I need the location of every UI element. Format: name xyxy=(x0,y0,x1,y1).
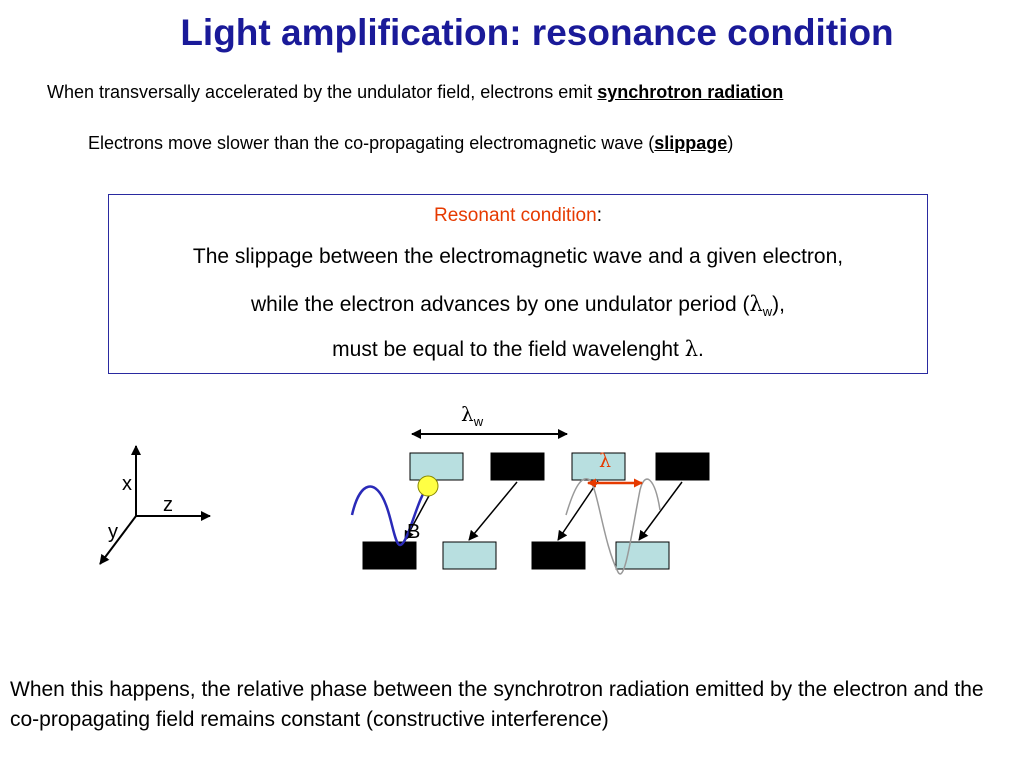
axis-y-arrow xyxy=(99,515,137,565)
magnet-top-1 xyxy=(409,452,464,481)
magnet-bottom-4 xyxy=(615,541,670,570)
field-arrow-4 xyxy=(638,481,683,541)
magnet-bottom-3 xyxy=(531,541,586,570)
wavelength-label: λ xyxy=(599,450,611,472)
undulator-period-lambda: λ xyxy=(461,402,474,426)
emission-statement: When transversally accelerated by the un… xyxy=(47,82,783,103)
conclusion-text: When this happens, the relative phase be… xyxy=(10,678,984,731)
magnet-bottom-1 xyxy=(362,541,417,570)
radiation-field-wave xyxy=(565,478,661,575)
resonant-line-3: must be equal to the field wavelenght λ. xyxy=(109,337,927,362)
resonant-condition-box: Resonant condition: The slippage between… xyxy=(108,194,928,374)
slide-title: Light amplification: resonance condition xyxy=(180,12,894,53)
field-arrow-2 xyxy=(468,481,518,541)
resonant-line-3-text: must be equal to the field wavelenght xyxy=(332,338,685,361)
undulator-period-subscript: w xyxy=(473,414,484,429)
slippage-text: Electrons move slower than the co-propag… xyxy=(88,133,655,153)
magnet-top-2 xyxy=(490,452,545,481)
undulator-period-label: λw xyxy=(461,402,484,429)
magnet-top-4 xyxy=(655,452,710,481)
emission-text: When transversally accelerated by the un… xyxy=(47,82,598,102)
resonant-condition-colon: : xyxy=(596,205,602,226)
axis-z-label: z xyxy=(163,494,173,516)
magnet-top-3 xyxy=(571,452,626,481)
lambda-w-symbol: λ xyxy=(749,292,763,316)
resonant-line-2-text: while the electron advances by one undul… xyxy=(250,293,750,316)
resonant-condition-heading: Resonant condition: xyxy=(109,205,927,227)
field-b-label: B xyxy=(407,521,420,543)
field-arrow-3 xyxy=(557,480,599,541)
resonant-condition-label: Resonant condition xyxy=(434,205,597,226)
synchrotron-radiation-term: synchrotron radiation xyxy=(597,82,784,102)
slippage-statement: Electrons move slower than the co-propag… xyxy=(88,133,733,154)
resonant-line-3-end: . xyxy=(698,338,704,361)
slippage-close: ) xyxy=(727,133,734,153)
electron-icon xyxy=(417,475,439,497)
slippage-term: slippage xyxy=(654,133,728,153)
magnet-bottom-2 xyxy=(442,541,497,570)
electron-trajectory-wave xyxy=(350,485,429,547)
axis-x-label: x xyxy=(122,473,132,495)
lambda-symbol: λ xyxy=(684,337,699,361)
axes-icon xyxy=(99,445,211,565)
resonant-line-1: The slippage between the electromagnetic… xyxy=(192,245,844,268)
lambda-w-subscript: w xyxy=(762,304,773,320)
resonant-line-2-end: ), xyxy=(772,293,785,316)
resonant-line-2: while the electron advances by one undul… xyxy=(109,292,927,319)
axis-y-label: y xyxy=(108,521,118,543)
